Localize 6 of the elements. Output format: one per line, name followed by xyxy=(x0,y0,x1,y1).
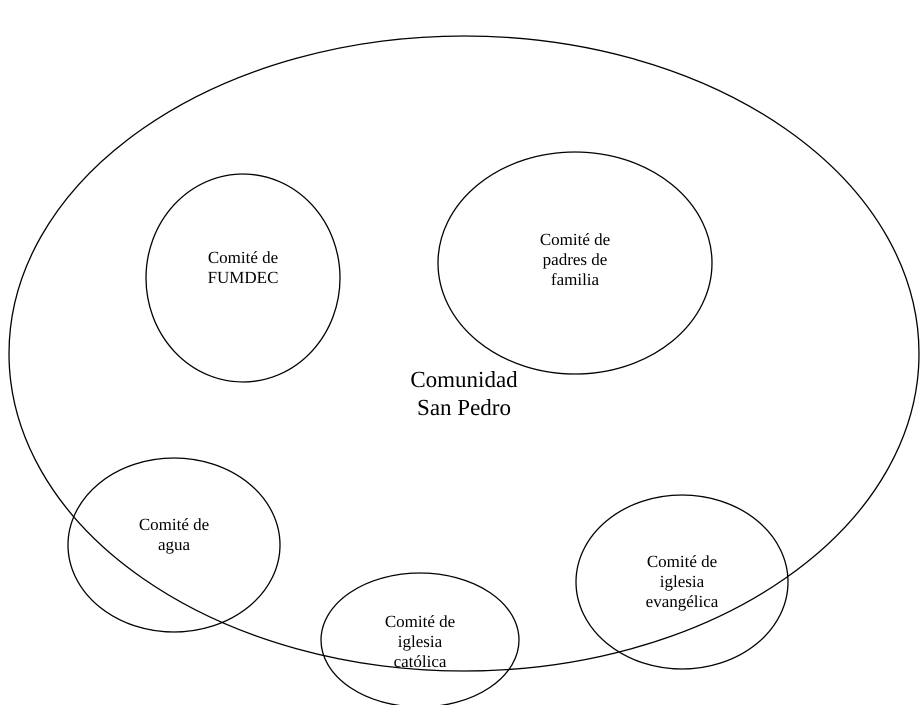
committee-label: Comité de agua xyxy=(138,514,210,556)
committee-label: Comité de iglesia evangélica xyxy=(644,552,720,613)
committee-label: Comité de padres de familia xyxy=(538,230,612,291)
community-label: Comunidad San Pedro xyxy=(409,366,519,422)
committee-label: Comité de iglesia católica xyxy=(384,612,456,673)
committee-label: Comité de FUMDEC xyxy=(206,248,280,288)
